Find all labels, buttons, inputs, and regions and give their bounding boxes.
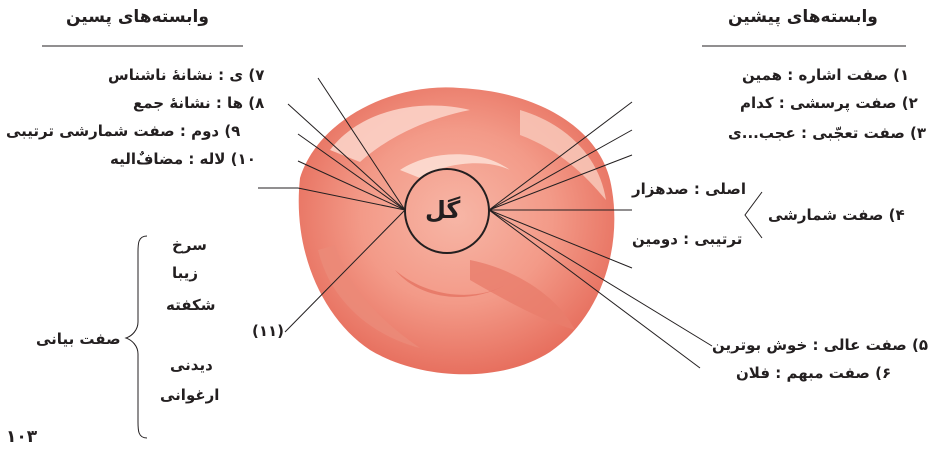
- connector-line: [488, 209, 701, 369]
- left-item-8: ۸) ها : نشانهٔ جمع: [133, 94, 265, 112]
- left-item-9: ۹) دوم : صفت شمارشی ترتیبی: [6, 122, 241, 140]
- right-item-3: ۳) صفت تعجّبی : عجب...ی: [728, 124, 927, 142]
- connector-line: [297, 187, 406, 211]
- numeral-ordinal: ترتیبی : دومین: [632, 230, 743, 248]
- rose-image: [298, 87, 615, 375]
- descriptive-word: دیدنی: [170, 356, 213, 374]
- right-item-1: ۱) صفت اشاره : همین: [742, 66, 910, 84]
- numeral-bracket: [744, 191, 763, 239]
- center-circle: [404, 168, 490, 254]
- descriptive-label: صفت بیانی: [36, 330, 121, 348]
- connector-line: [297, 160, 406, 211]
- descriptive-word: زیبا: [172, 264, 199, 282]
- left-item-11: (۱۱): [252, 322, 285, 340]
- right-item-5: ۵) صفت عالی : خوش بوترین: [712, 336, 929, 354]
- right-item-6: ۶) صفت مبهم : فلان: [736, 364, 892, 382]
- descriptive-word: سرخ: [172, 236, 207, 254]
- descriptive-brace: [124, 235, 148, 439]
- left-header: وابسته‌های پسین: [66, 7, 209, 27]
- connector-line: [488, 129, 633, 211]
- connector-line: [284, 209, 406, 333]
- numeral-label: ۴) صفت شمارشی: [768, 206, 905, 224]
- right-header: وابسته‌های پیشین: [728, 7, 878, 27]
- connector-line: [317, 77, 406, 211]
- connector-line: [488, 209, 713, 347]
- center-word: گل: [425, 196, 461, 224]
- right-item-2: ۲) صفت پرسشی : کدام: [740, 94, 918, 112]
- left-item-7: ۷) ی : نشانهٔ ناشناس: [108, 66, 265, 84]
- connector-line: [287, 103, 406, 211]
- descriptive-word: ارغوانی: [160, 386, 220, 404]
- connector-line: [297, 133, 406, 211]
- numeral-cardinal: اصلی : صدهزار: [632, 180, 747, 198]
- page-number: ۱۰۳: [6, 427, 38, 447]
- connector-line: [488, 101, 633, 211]
- connector-line: [488, 154, 633, 211]
- connector-line: [488, 209, 633, 269]
- descriptive-word: شکفته: [166, 296, 216, 314]
- left-item-10: ۱۰) لاله : مضافٌ‌الیه: [110, 150, 256, 168]
